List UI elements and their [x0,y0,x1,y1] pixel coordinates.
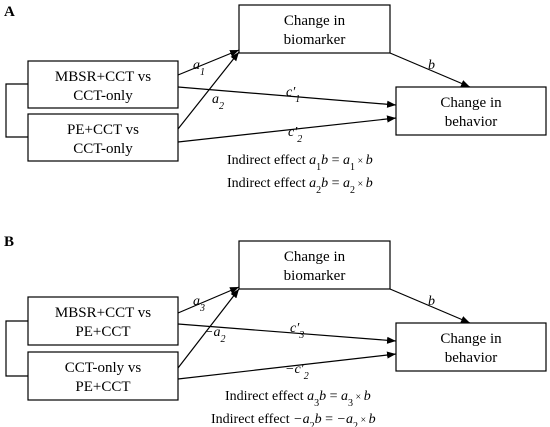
panel-b-label: B [4,234,14,250]
panel-a-indirect-effect-2: Indirect effect a2b = a2 × b [227,176,373,196]
panel-b-indirect-effect-1: Indirect effect a3b = a3 × b [225,389,371,409]
panel-a-mediator-line1: Change in [284,13,346,29]
panel-b-group-bracket [5,320,28,377]
panel-b-x1-box: MBSR+CCT vs PE+CCT [27,296,179,346]
panel-a-x2-line1: PE+CCT vs [67,122,139,138]
panel-b-x2-line1: CCT-only vs [65,360,142,376]
panel-a-outcome-box: Change in behavior [395,86,547,136]
panel-b-mediator-line2: biomarker [284,268,346,284]
panel-a-label: A [4,4,15,20]
panel-a-x1-line1: MBSR+CCT vs [55,69,151,85]
panel-b-arrow-c2 [177,351,397,380]
panel-a-x2-line2: CCT-only [73,141,133,157]
panel-b-label-a2: −a2 [204,325,225,345]
panel-a-x2-box: PE+CCT vs CCT-only [27,113,179,162]
panel-b-label-c3: c′3 [290,321,304,341]
panel-a-x1-box: MBSR+CCT vs CCT-only [27,60,179,109]
panel-a-outcome-line2: behavior [445,114,497,130]
panel-a-label-b: b [428,58,435,73]
panel-a-mediator-line2: biomarker [284,32,346,48]
panel-b-x2-box: CCT-only vs PE+CCT [27,351,179,401]
panel-a-arrow-a2 [177,51,240,130]
panel-a-x1-line2: CCT-only [73,88,133,104]
panel-a-label-c2: c′2 [288,125,302,145]
panel-a-indirect-effect-1: Indirect effect a1b = a1 × b [227,153,373,173]
panel-a-outcome-line1: Change in [440,95,502,111]
panel-b-outcome-line1: Change in [440,331,502,347]
panel-b-mediator-line1: Change in [284,249,346,265]
panel-b-label-c2: −c′2 [285,362,309,382]
panel-b-outcome-line2: behavior [445,350,497,366]
panel-b-arrow-b [389,288,471,324]
panel-b-label-b: b [428,294,435,309]
panel-b-mediator-box: Change in biomarker [238,240,391,290]
panel-b-arrow-c3 [177,323,397,344]
panel-a: A Change in biomarker MBSR+CCT vs CCT-on… [4,4,547,196]
panel-a-arrow-b [389,52,471,88]
panel-a-label-c1: c′1 [286,85,300,105]
panel-b-x2-line2: PE+CCT [75,379,130,395]
panel-b-x1-line2: PE+CCT [75,324,130,340]
panel-a-arrow-c1 [177,86,397,108]
panel-b-indirect-effect-2: Indirect effect −a2b = −a2 × b [211,412,376,427]
panel-a-label-a1: a1 [193,58,205,78]
panel-b-outcome-box: Change in behavior [395,322,547,372]
panel-b-arrow-a2 [177,288,240,369]
panel-a-mediator-box: Change in biomarker [238,4,391,54]
panel-b-arrow-a3 [177,286,240,314]
panel-a-arrow-c2 [177,115,397,143]
panel-a-label-a2: a2 [212,92,224,112]
panel-b-x1-line1: MBSR+CCT vs [55,305,151,321]
panel-b-label-a3: a3 [193,294,205,314]
panel-b: B Change in biomarker MBSR+CCT vs PE+CCT… [4,234,547,427]
panel-a-arrow-a1 [177,49,240,76]
panel-a-group-bracket [5,83,28,138]
